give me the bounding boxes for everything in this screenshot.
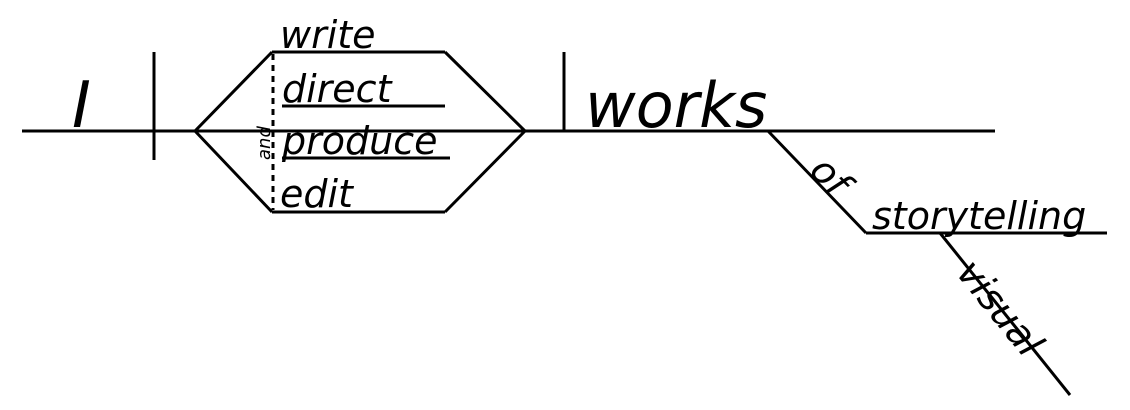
verb-word-produce: produce: [281, 119, 437, 163]
preposition-word: of: [802, 148, 863, 209]
preposition-slant-line: [766, 129, 868, 235]
prepositional-object-word: storytelling: [872, 194, 1086, 238]
verb-fork-left-lower: [193, 129, 274, 214]
verb-word-direct: direct: [282, 67, 394, 111]
modifier-slant-line: [938, 232, 1072, 396]
modifier-word: visual: [948, 251, 1052, 365]
verb-fork-left-upper: [193, 50, 274, 133]
conjunction-word: and: [254, 126, 275, 160]
object-word: works: [585, 69, 767, 142]
verb-word-edit: edit: [280, 172, 355, 216]
verb-word-write: write: [280, 13, 376, 57]
subject-word: I: [72, 69, 91, 143]
verb-fork-right-lower: [443, 129, 527, 214]
verb-fork-right-upper: [443, 50, 527, 133]
